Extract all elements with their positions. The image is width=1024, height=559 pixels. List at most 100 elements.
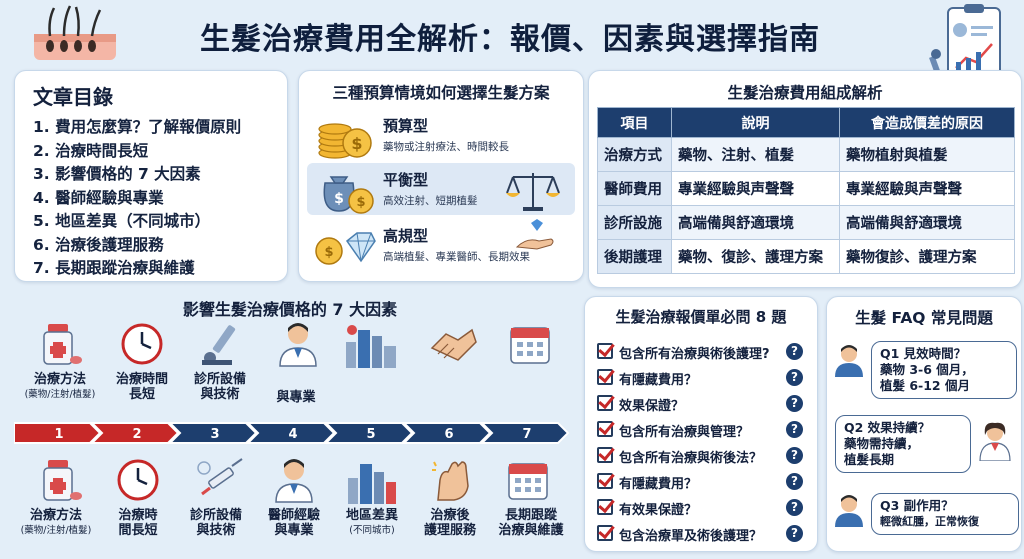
doctor-avatar-icon — [979, 422, 1011, 461]
toc-item[interactable]: 2. 治療時間長短 — [33, 141, 149, 160]
budget-desc: 高效注射、短期植髮 — [383, 195, 478, 207]
budget-title: 三種預算情境如何選擇生髮方案 — [332, 84, 550, 102]
cost-cell: 藥物、復診、護理方案 — [671, 239, 840, 274]
budget-row-balanced: $ $ 平衡型 高效注射、短期植髮 — [307, 163, 575, 215]
factor-label-top: 與專業 — [276, 390, 316, 405]
coins-diamond-icon: $ — [315, 232, 376, 265]
equipment-icon — [202, 325, 236, 365]
balance-scale-icon — [506, 173, 560, 211]
checklist-item[interactable]: 有效果保證？? — [597, 497, 807, 521]
budget-row-economy: $ 預算型 藥物或注射療法、時間較長 — [307, 109, 575, 161]
city-buildings-icon — [346, 325, 396, 368]
budget-row-premium: $ 高規型 高端植髮、專業醫師、長期效果 — [307, 219, 575, 271]
factor-label-bottom: 長期跟蹤治療與維護 — [498, 508, 564, 538]
cost-cell: 專業經驗與声聲聲 — [671, 171, 840, 206]
cost-header: 會造成價差的原因 — [839, 107, 1015, 138]
clock-icon — [121, 323, 163, 365]
factor-label-bottom: 治療方法(藥物/注射/植髮) — [20, 508, 92, 536]
timeline-step-arrow — [167, 422, 258, 444]
timeline-step-number: 2 — [132, 427, 141, 442]
toc-item[interactable]: 4. 醫師經驗與專業 — [33, 188, 164, 207]
cost-cell: 後期護理 — [597, 239, 672, 274]
checklist-item[interactable]: 包含治療單及術後護理？? — [597, 523, 807, 547]
checkbox-checked-icon[interactable] — [597, 525, 613, 541]
table-row: 醫師費用 專業經驗與声聲聲 專業經驗與声聲聲 — [597, 171, 1015, 206]
doctor-icon — [279, 323, 317, 367]
table-row: 治療方式 藥物、注射、植髮 藥物植射與植髮 — [597, 137, 1015, 172]
checklist-item[interactable]: 包含所有治療與術後法？? — [597, 445, 807, 469]
timeline-step-arrow — [479, 422, 570, 444]
question-icon[interactable]: ? — [786, 447, 803, 464]
cost-cell: 高端備與舒適環境 — [671, 205, 840, 240]
factor-label-bottom: 治療後護理服務 — [423, 508, 476, 538]
cost-cell: 藥物、注射、植髮 — [671, 137, 840, 172]
faq-title: 生髮 FAQ 常見問題 — [855, 309, 993, 327]
checkbox-checked-icon[interactable] — [597, 421, 613, 437]
budget-name: 預算型 — [383, 117, 429, 135]
timeline-step-number: 3 — [210, 427, 219, 442]
user-avatar-icon — [835, 345, 863, 377]
question-icon[interactable]: ? — [786, 395, 803, 412]
checklist-item[interactable]: 效果保證？? — [597, 393, 807, 417]
user-avatar-icon — [835, 495, 863, 527]
question-icon[interactable]: ? — [786, 343, 803, 360]
cost-header: 項目 — [597, 107, 672, 138]
checkbox-checked-icon[interactable] — [597, 395, 613, 411]
checklist-item[interactable]: 有隱藏費用？? — [597, 471, 807, 495]
timeline-step-arrow — [401, 422, 492, 444]
timeline-step-arrow — [245, 422, 336, 444]
budget-desc: 高端植髮、專業醫師、長期效果 — [383, 251, 530, 263]
timeline-step-number: 5 — [366, 427, 375, 442]
medicine-bottle-icon — [43, 324, 82, 365]
timeline-step-arrow — [323, 422, 414, 444]
svg-text:$: $ — [334, 191, 344, 207]
question-icon[interactable]: ? — [786, 525, 803, 542]
timeline-step-number: 4 — [288, 427, 297, 442]
svg-text:$: $ — [356, 195, 365, 210]
toc-title: 文章目錄 — [33, 85, 113, 109]
question-icon[interactable]: ? — [786, 421, 803, 438]
doctor-icon — [275, 459, 313, 503]
budget-name: 高規型 — [383, 227, 429, 245]
budget-card: 三種預算情境如何選擇生髮方案 $ 預算型 藥物或注射療法、時間較長 $ $ 平衡… — [298, 70, 584, 282]
checklist-item[interactable]: 包含所有治療與管理？? — [597, 419, 807, 443]
factor-label-top: 治療方法(藥物/注射/植髮) — [24, 372, 96, 400]
question-icon[interactable]: ? — [786, 499, 803, 516]
checklist-item[interactable]: 有隱藏費用？? — [597, 367, 807, 391]
clock-icon — [117, 459, 159, 501]
handshake-icon — [430, 328, 477, 361]
cost-table: 項目 說明 會造成價差的原因 治療方式 藥物、注射、植髮 藥物植射與植髮 醫師費… — [597, 107, 1015, 274]
question-icon[interactable]: ? — [786, 473, 803, 490]
toc-item[interactable]: 3. 影響價格的 7 大因素 — [33, 165, 201, 183]
checkbox-checked-icon[interactable] — [597, 343, 613, 359]
medicine-bottle-icon — [43, 460, 82, 501]
hand-diamond-icon — [515, 219, 554, 250]
toc-item[interactable]: 6. 治療後護理服務 — [33, 235, 164, 254]
calendar-icon — [510, 327, 550, 364]
svg-text:$: $ — [351, 134, 362, 153]
factor-label-bottom: 治療時間長短 — [118, 508, 158, 538]
checkbox-checked-icon[interactable] — [597, 499, 613, 515]
checkbox-checked-icon[interactable] — [597, 473, 613, 489]
checklist-item[interactable]: 包含所有治療與術後護理?? — [597, 341, 807, 365]
toc-item[interactable]: 7. 長期跟蹤治療與維護 — [33, 259, 195, 277]
hand-care-icon — [432, 461, 469, 501]
factor-label-top: 治療時間長短 — [115, 372, 168, 402]
toc-item[interactable]: 5. 地區差異（不同城市） — [33, 212, 211, 230]
page-title: 生髮治療費用全解析：報價、因素與選擇指南 — [200, 22, 820, 57]
syringe-icon — [197, 458, 243, 496]
cost-title: 生髮治療費用組成解析 — [727, 84, 883, 102]
checklist-card: 生髮治療報價單必問 8 題 包含所有治療與術後護理?? 有隱藏費用？? 效果保證… — [584, 296, 818, 552]
factor-label-bottom: 地區差異(不同城市) — [345, 508, 398, 536]
question-icon[interactable]: ? — [786, 369, 803, 386]
timeline-step-arrow — [89, 422, 180, 444]
checkbox-checked-icon[interactable] — [597, 447, 613, 463]
checkbox-checked-icon[interactable] — [597, 369, 613, 385]
table-row: 後期護理 藥物、復診、護理方案 藥物復診、護理方案 — [597, 239, 1015, 274]
svg-text:$: $ — [324, 245, 333, 260]
timeline-step-number: 1 — [54, 427, 63, 442]
faq-bubble: Q3 副作用？ 輕微紅腫，正常恢復 — [871, 493, 1019, 535]
toc-item[interactable]: 1. 費用怎麼算？了解報價原則 — [33, 118, 242, 136]
cost-cell: 藥物復診、護理方案 — [839, 239, 1015, 274]
timeline-step-number: 6 — [444, 427, 453, 442]
